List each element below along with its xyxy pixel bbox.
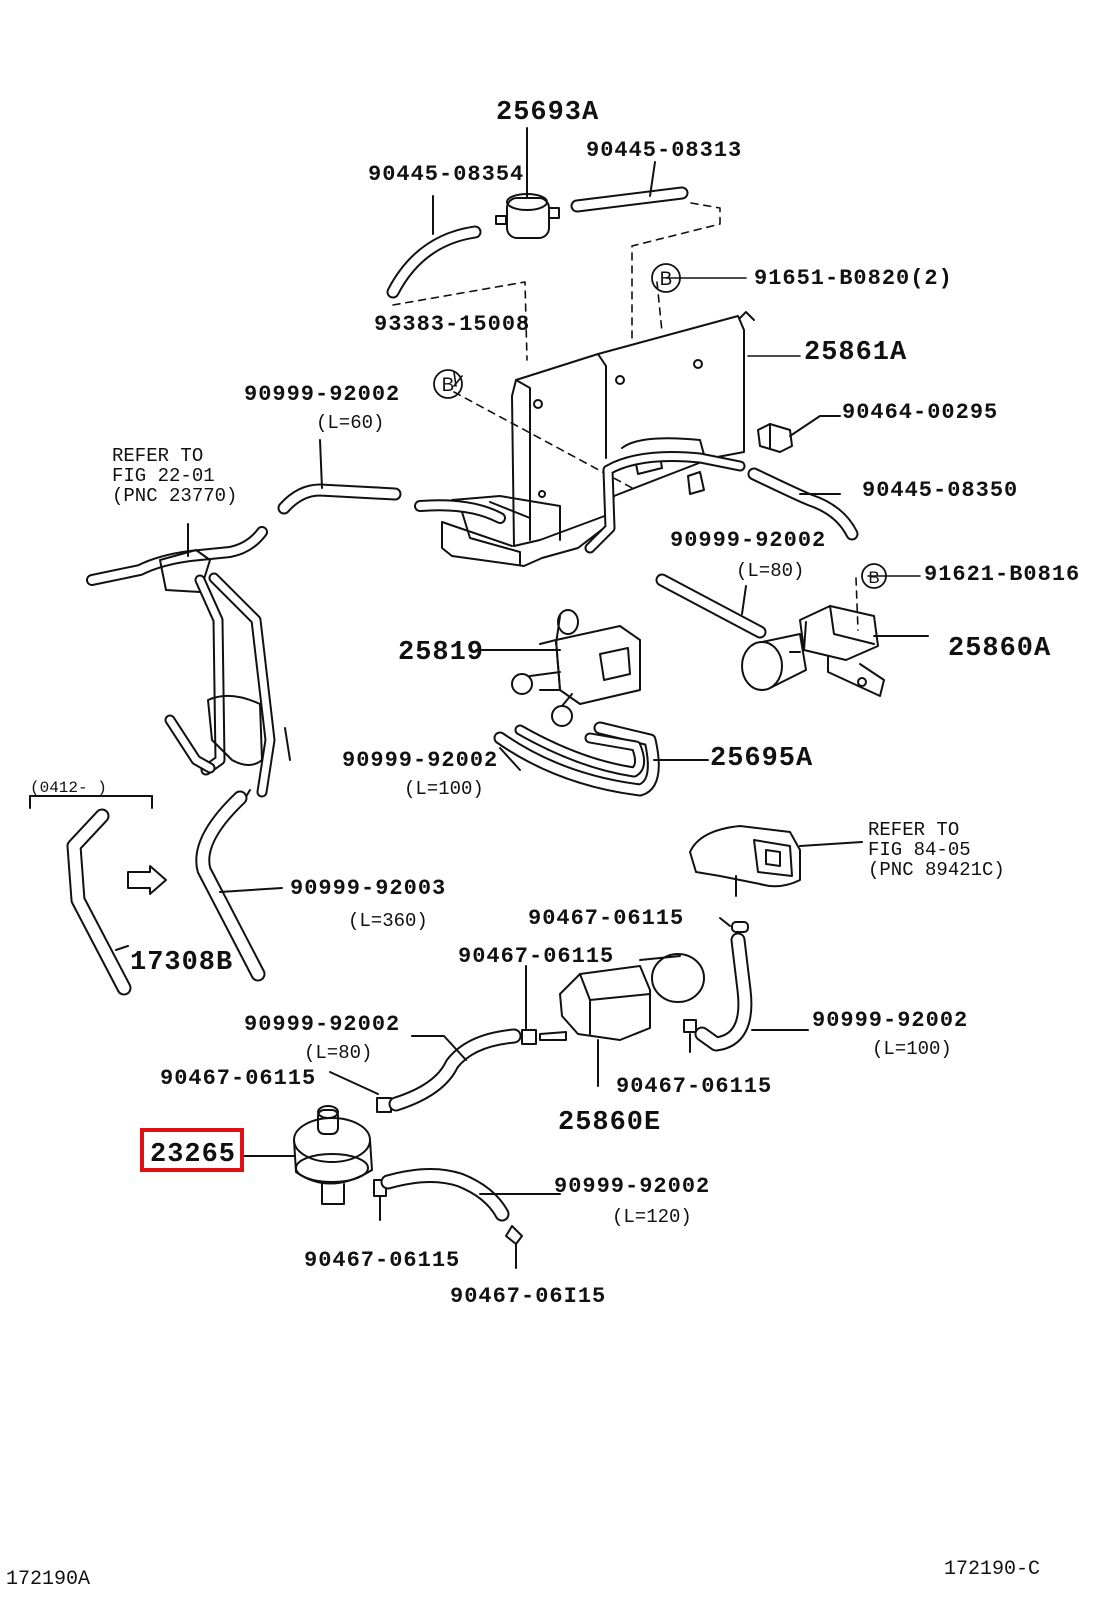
hose-90445-08350 xyxy=(754,474,852,534)
label-25693A: 25693A xyxy=(496,98,600,128)
valve-23265 xyxy=(244,1106,372,1204)
hose-90445-08354 xyxy=(393,196,475,292)
footer-figure-code-left: 172190A xyxy=(6,1568,91,1591)
label-91651-B0820: 91651-B0820(2) xyxy=(754,266,953,291)
label-90999-92002-b: 90999-92002 xyxy=(670,528,827,553)
circle-mark-b2: B xyxy=(442,375,455,396)
valve-25819 xyxy=(476,610,640,726)
label-90999-92002-c: 90999-92002 xyxy=(342,748,499,773)
circle-markers xyxy=(434,264,886,588)
label-length-100-b: (L=100) xyxy=(872,1038,952,1060)
label-date-range: (0412- ) xyxy=(30,779,107,797)
label-93383-15008: 93383-15008 xyxy=(374,312,531,337)
label-90999-92002-e: 90999-92002 xyxy=(812,1008,969,1033)
label-25861A: 25861A xyxy=(804,338,908,368)
clips-lower xyxy=(330,918,748,1268)
label-length-80-b: (L=80) xyxy=(304,1042,373,1064)
hose-90999-92002-L100-lower xyxy=(702,940,808,1044)
label-91621-B0816: 91621-B0816 xyxy=(924,562,1081,587)
highlight-box-23265 xyxy=(140,1128,244,1172)
label-length-120: (L=120) xyxy=(612,1206,692,1228)
label-length-360: (L=360) xyxy=(348,910,428,932)
bracket-tube-lines xyxy=(590,457,740,549)
label-25819: 25819 xyxy=(398,638,485,668)
vsv-25860A xyxy=(742,606,928,696)
hose-90999-92002-L80 xyxy=(662,580,760,632)
circle-mark-b1: B xyxy=(660,269,673,290)
label-90467-06115-f: 90467-06I15 xyxy=(450,1284,607,1309)
label-90999-92002-d: 90999-92002 xyxy=(244,1012,401,1037)
label-length-100-a: (L=100) xyxy=(404,778,484,800)
label-90999-92003: 90999-92003 xyxy=(290,876,447,901)
fuel-tube-assembly xyxy=(92,524,290,800)
label-90464-00295: 90464-00295 xyxy=(842,400,999,425)
label-90467-06115-d: 90467-06115 xyxy=(616,1074,773,1099)
label-25695A: 25695A xyxy=(710,744,814,774)
label-length-60: (L=60) xyxy=(316,412,385,434)
label-90445-08350: 90445-08350 xyxy=(862,478,1019,503)
label-23265: 23265 xyxy=(150,1140,237,1170)
hose-17308B xyxy=(30,796,166,988)
label-90999-92002-f: 90999-92002 xyxy=(554,1174,711,1199)
label-length-80-a: (L=80) xyxy=(736,560,805,582)
label-90467-06115-b: 90467-06115 xyxy=(458,944,615,969)
label-refer-fig-84-05: REFER TO FIG 84-05 (PNC 89421C) xyxy=(868,819,1005,881)
hose-90999-92002-L60 xyxy=(284,440,500,518)
label-90445-08354: 90445-08354 xyxy=(368,162,525,187)
label-90445-08313: 90445-08313 xyxy=(586,138,743,163)
label-25860E: 25860E xyxy=(558,1108,662,1138)
label-refer-fig-22-01: REFER TO FIG 22-01 (PNC 23770) xyxy=(112,445,238,507)
bracket-25861A xyxy=(442,312,754,566)
footer-figure-code-right: 172190-C xyxy=(944,1558,1041,1581)
vsv-25860E xyxy=(540,954,704,1086)
label-90999-92002-a: 90999-92002 xyxy=(244,382,401,407)
label-90467-06115-e: 90467-06115 xyxy=(304,1248,461,1273)
label-25860A: 25860A xyxy=(948,634,1052,664)
label-90467-06115-a: 90467-06115 xyxy=(528,906,685,931)
label-17308B: 17308B xyxy=(130,948,234,978)
hose-set-25695A xyxy=(500,728,708,790)
vacuum-transmitter-25693A xyxy=(496,128,559,238)
hose-90999-92002-L120 xyxy=(388,1175,560,1214)
label-90467-06115-c: 90467-06115 xyxy=(160,1066,317,1091)
hose-90999-92003-L360 xyxy=(203,798,282,974)
sensor-89421C xyxy=(690,826,862,896)
hose-90445-08313 xyxy=(577,162,682,206)
circle-mark-b3: B xyxy=(868,568,879,587)
clip-90464-00295 xyxy=(758,416,840,452)
hose-90999-92002-L80-lower xyxy=(396,1036,514,1104)
